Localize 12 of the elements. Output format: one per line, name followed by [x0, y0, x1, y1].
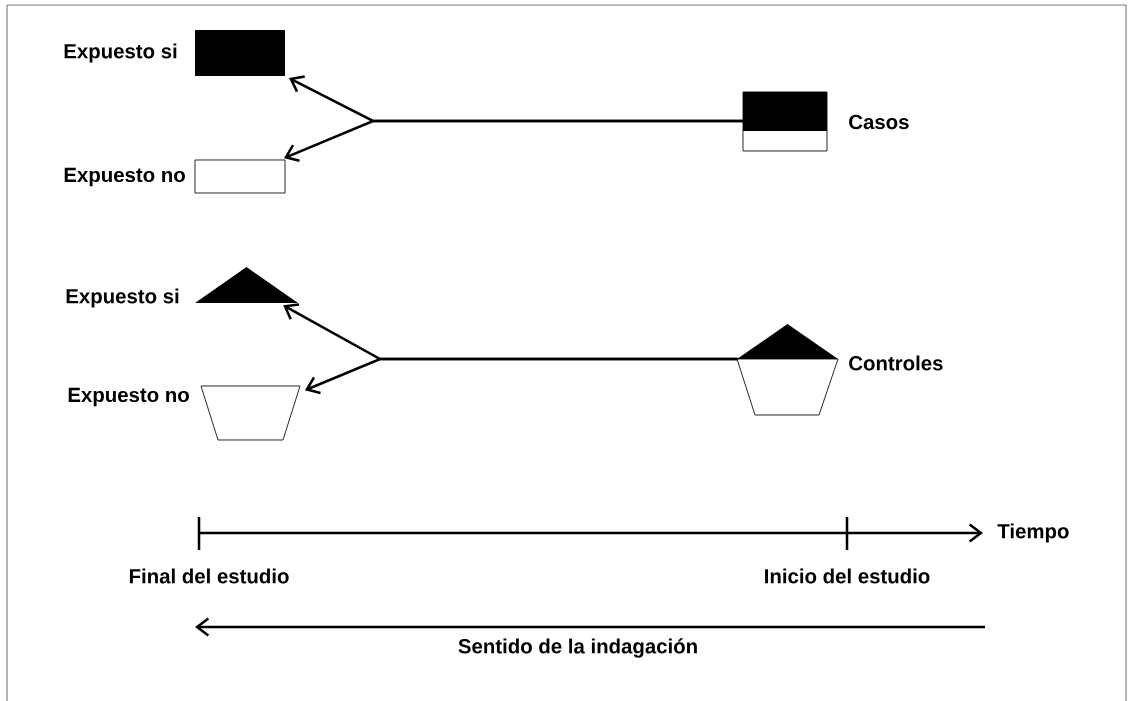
shape-label: Expuesto si — [64, 43, 177, 63]
axis-label: Final del estudio — [129, 568, 289, 584]
direction-label: Sentido de la indagación — [458, 638, 697, 658]
shape-label: Controles — [849, 355, 943, 371]
branching-arrow — [283, 119, 744, 163]
shape-label: Expuesto no — [68, 387, 189, 407]
shape-label: Expuesto no — [64, 167, 185, 187]
shape-label: Expuesto si — [66, 288, 179, 308]
shape-label: Casos — [849, 114, 909, 130]
axis-label: Tiempo — [997, 523, 1069, 543]
axis-label: Inicio del estudio — [765, 568, 930, 584]
branching-arrow — [304, 357, 738, 395]
